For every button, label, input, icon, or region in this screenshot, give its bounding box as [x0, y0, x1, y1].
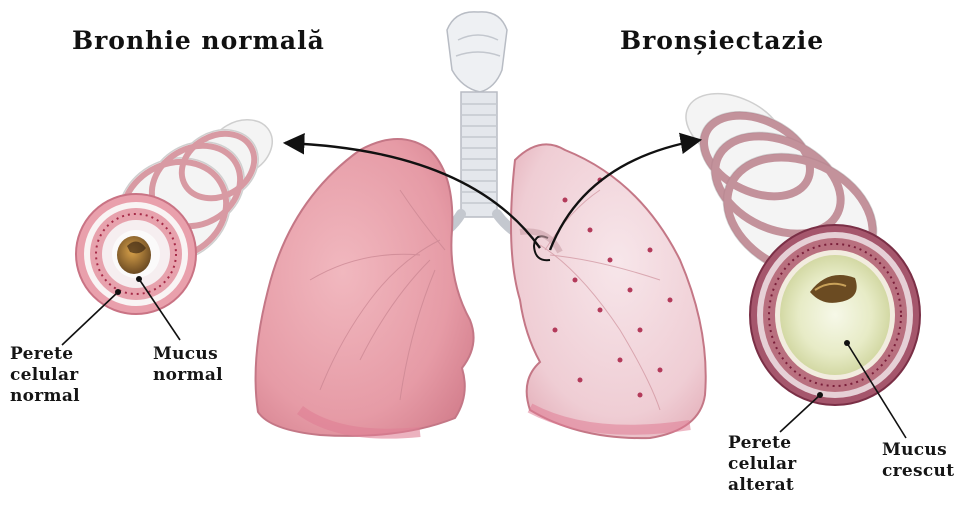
- increased-mucus-label: Mucus crescut: [882, 440, 954, 482]
- normal-wall-label: Perete celular normal: [10, 344, 80, 407]
- bronchiectasis-title: Bronșiectazie: [620, 26, 824, 55]
- right-lung: [511, 144, 706, 438]
- normal-bronchus: [76, 108, 282, 314]
- dilated-bronchus: [674, 79, 920, 405]
- altered-wall-label: Perete celular alterat: [728, 433, 797, 496]
- left-lung: [256, 139, 474, 436]
- normal-bronchus-title: Bronhie normală: [72, 26, 325, 55]
- normal-mucus-label: Mucus normal: [153, 344, 223, 386]
